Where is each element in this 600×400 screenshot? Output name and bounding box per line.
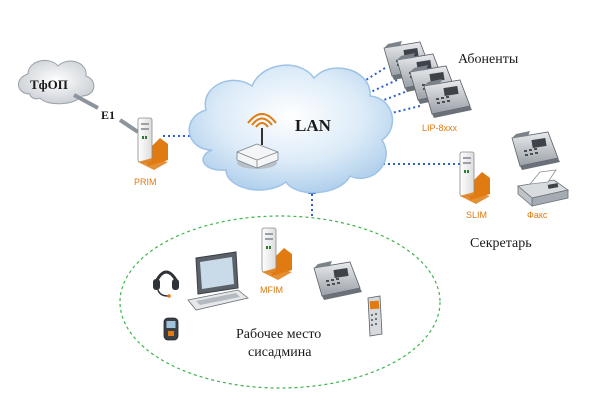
workplace-label-line2: сисадмина	[248, 345, 312, 360]
prim-label: PRIM	[134, 177, 157, 187]
admin-deskphone	[313, 260, 363, 301]
admin-zone	[119, 215, 441, 389]
deskphone-icon	[313, 260, 363, 301]
fax-label: Факс	[527, 210, 548, 220]
e1-trunk	[73, 93, 140, 134]
link-phone-2	[361, 79, 398, 97]
prim-device	[137, 117, 169, 171]
e1-label: E1	[101, 108, 115, 122]
slim-label: SLIM	[466, 210, 487, 220]
lan-label: LAN	[295, 116, 332, 135]
secretary-label: Секретарь	[470, 236, 532, 251]
lan-cloud	[188, 64, 394, 194]
mobile-handset-icon	[367, 295, 383, 337]
subscribers-label: Абоненты	[458, 52, 519, 67]
pstn-cloud	[18, 59, 95, 105]
fax-icon	[517, 169, 569, 207]
mfim-device	[261, 227, 293, 281]
deskphone-icon	[423, 78, 473, 119]
workplace-label-line1: Рабочее место	[236, 327, 321, 342]
deskphone-icon	[511, 130, 561, 171]
router-icon	[236, 113, 279, 169]
laptop-icon	[187, 251, 249, 311]
mfim-label: MFIM	[260, 285, 283, 295]
link-phone-3	[367, 91, 406, 107]
slim-device	[459, 151, 491, 205]
pstn-label: ТфОП	[30, 77, 68, 92]
headset-icon	[153, 270, 179, 298]
dect-handset-icon	[163, 317, 179, 341]
secretary-phone	[511, 130, 561, 171]
lip-label: LIP-8xxx	[422, 123, 458, 133]
